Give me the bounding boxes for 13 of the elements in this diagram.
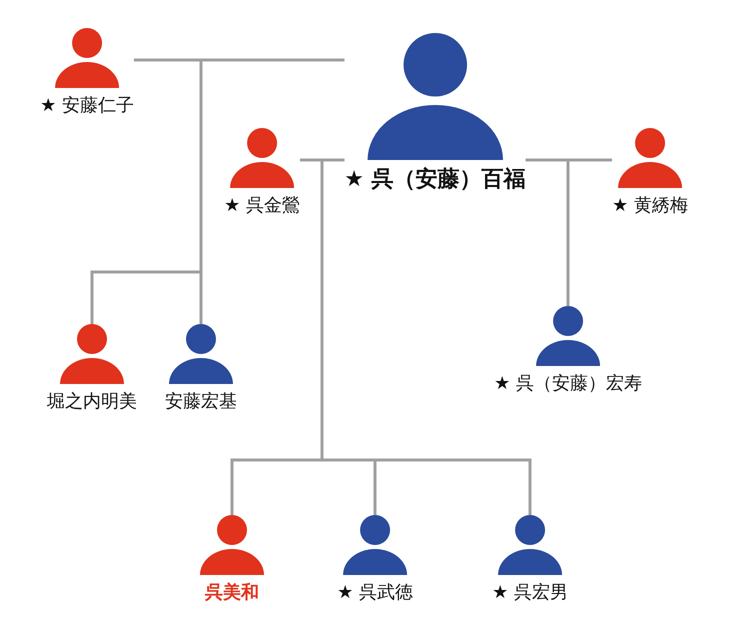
family-line: [526, 158, 570, 306]
person-name: 堀之内明美: [47, 390, 137, 414]
person-name: ★ 呉金鶯: [224, 194, 300, 218]
person-name: ★ 呉（安藤）宏寿: [494, 372, 642, 396]
person-name: ★ 安藤仁子: [40, 94, 134, 118]
family-line: [320, 158, 532, 515]
family-line: [200, 58, 344, 324]
person-name: 安藤宏基: [165, 390, 237, 414]
person-name: ★ 呉武徳: [337, 581, 413, 605]
person-name: ★ 黄綉梅: [612, 194, 688, 218]
person-name: ★ 呉（安藤）百福: [344, 168, 526, 192]
person-name: ★ 呉宏男: [492, 581, 568, 605]
person-name: 呉美和: [205, 581, 259, 605]
